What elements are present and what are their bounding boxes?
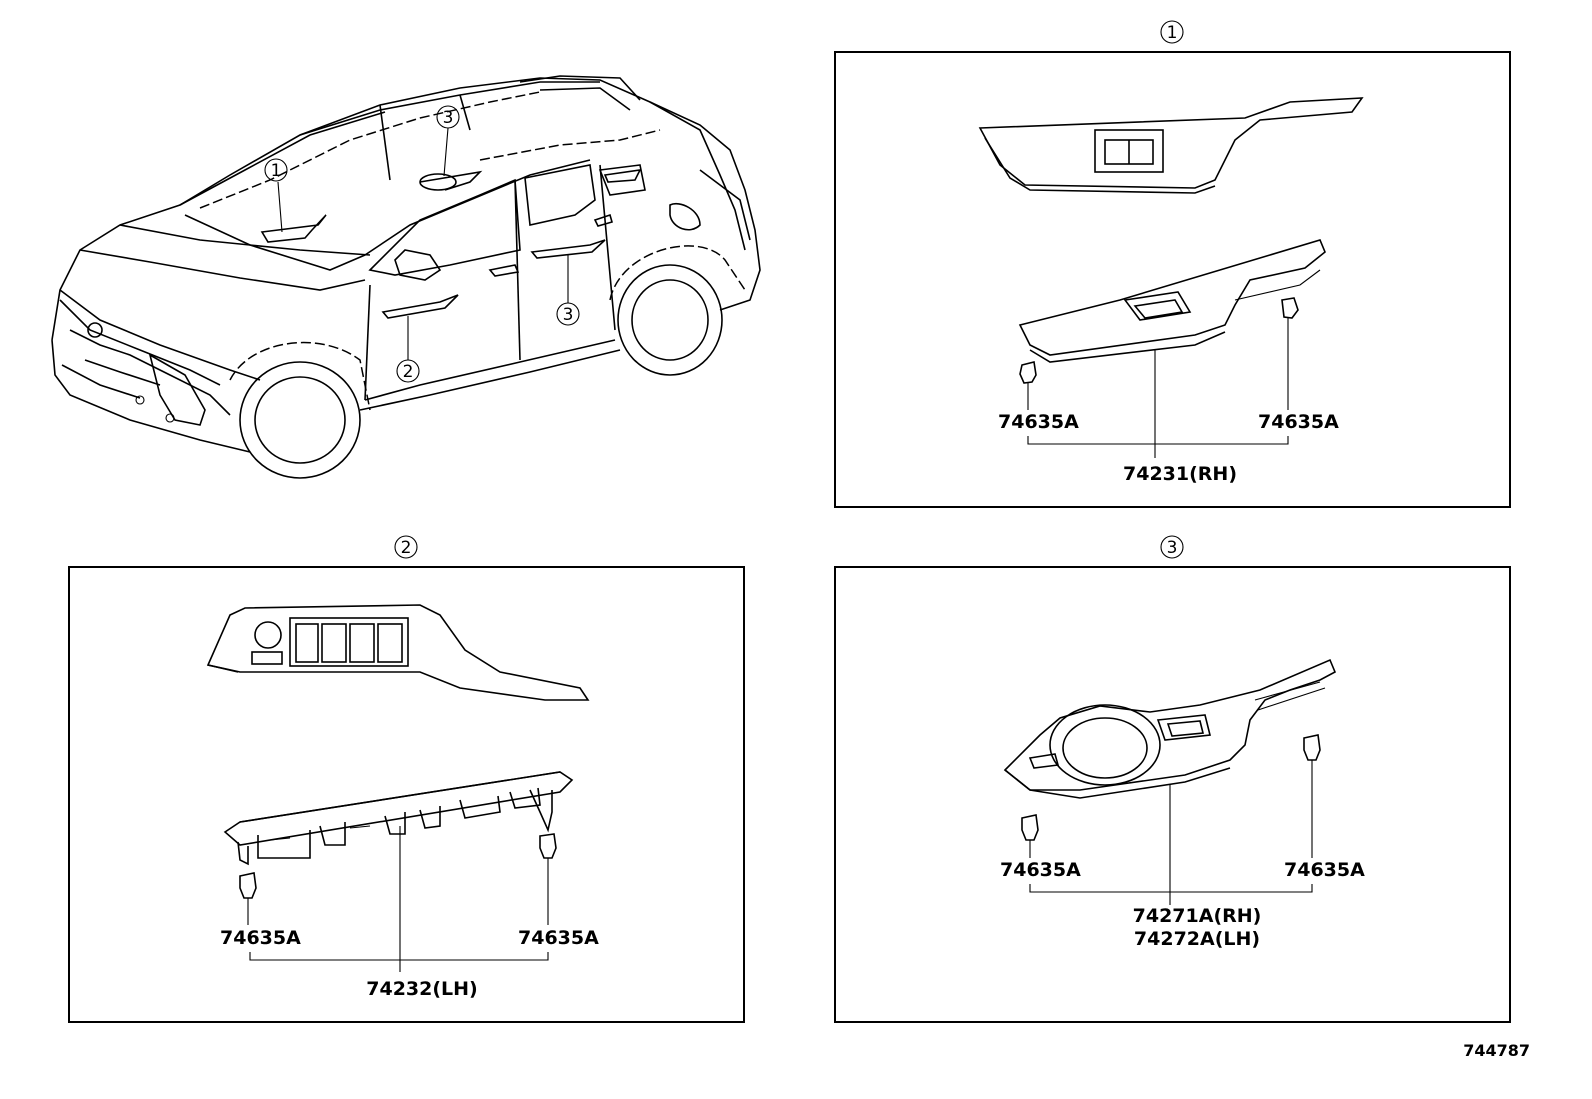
panel-2-clip-right-label: 74635A	[518, 927, 599, 949]
clip-left-p1	[1019, 361, 1037, 410]
clip-left-p3	[1021, 814, 1039, 858]
panel-3-frame	[834, 566, 1511, 1023]
clip-right-p2	[539, 833, 557, 925]
clip-right-p1	[1281, 297, 1299, 410]
panel-1-frame	[834, 51, 1511, 508]
figure-number: 744787	[1463, 1041, 1530, 1060]
switch-panel-lh-bottom	[223, 771, 574, 866]
panel-1: 1 74635A 74635A	[834, 20, 1511, 508]
panel-2: 2	[68, 535, 745, 1023]
panel-3-part-lh-label: 74272A(LH)	[1134, 928, 1260, 950]
panel-3-clip-right-label: 74635A	[1284, 859, 1365, 881]
panel-3-clip-left-label: 74635A	[1000, 859, 1081, 881]
car-callout-2: 2	[403, 362, 414, 382]
panel-2-clip-left-label: 74635A	[220, 927, 301, 949]
clip-left-p2	[239, 872, 257, 925]
switch-panel-lh-top	[206, 604, 590, 701]
panel-1-clip-left-label: 74635A	[998, 411, 1079, 433]
panel-1-title: 1	[1167, 23, 1178, 43]
clip-right-p3	[1303, 734, 1321, 858]
panel-3-title: 3	[1167, 538, 1178, 558]
car-callout-1: 1	[271, 161, 282, 181]
switch-panel-rh-top	[978, 97, 1364, 194]
panel-1-part-label: 74231(RH)	[1123, 463, 1237, 485]
panel-2-part-label: 74232(LH)	[366, 978, 477, 1000]
car-callout-3-side: 3	[563, 305, 574, 325]
car-overview: 1 3 2 3	[51, 75, 761, 479]
panel-3: 3 74635A 74635A 74271A(RH) 74272A(LH)	[834, 535, 1511, 1023]
switch-panel-rh-bottom	[1018, 239, 1326, 363]
switch-panel-rear	[1003, 658, 1337, 799]
panel-2-frame	[68, 566, 745, 1023]
panel-3-part-rh-label: 74271A(RH)	[1133, 905, 1262, 927]
panel-2-title: 2	[401, 538, 412, 558]
panel-1-clip-right-label: 74635A	[1258, 411, 1339, 433]
car-callout-3-top: 3	[443, 108, 454, 128]
